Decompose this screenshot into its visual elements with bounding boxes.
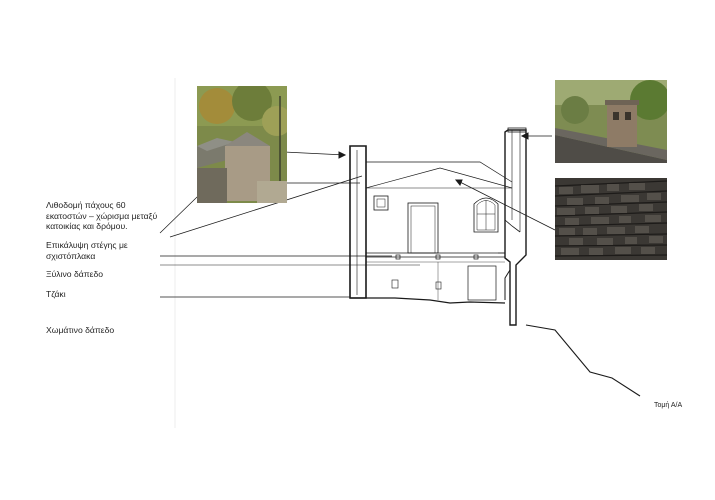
door (407, 202, 439, 254)
ground-profile (525, 324, 641, 397)
slate-roof-photo (555, 178, 667, 260)
stone-wall-line-2: εκατοστών – χώρισμα μεταξύ (46, 210, 158, 221)
stone-wall-line-3: κατοικίας και δρόμου. (46, 221, 128, 231)
arched-window (473, 197, 499, 233)
stone-wall-line-1: Λιθοδομή πάχους 60 (46, 200, 126, 210)
stone-wall-label: Λιθοδομή πάχους 60 εκατοστών – χώρισμα μ… (46, 200, 176, 232)
roof-cover-line-1: Επικάλυψη στέγης με (46, 240, 128, 250)
ground-door (467, 265, 497, 301)
roof-cover-line-2: σχιστόπλακα (46, 250, 96, 261)
fireplace-label: Τζάκι (46, 289, 66, 299)
left-wall (349, 145, 367, 299)
stone-house-photo (197, 86, 287, 203)
roof-slope (365, 167, 513, 189)
wood-floor-label: Ξύλινο δάπεδο (46, 269, 104, 279)
section-caption: Τομή Α/Α (654, 402, 683, 409)
earth-floor-label: Χωμάτινο δάπεδο (46, 325, 115, 335)
small-window (373, 195, 389, 211)
chimney-photo (555, 80, 667, 163)
roof-outline (366, 161, 513, 183)
right-chimney (504, 129, 527, 326)
roof-cover-label: Επικάλυψη στέγης με σχιστόπλακα (46, 240, 176, 261)
earth-floor-line (350, 297, 506, 304)
